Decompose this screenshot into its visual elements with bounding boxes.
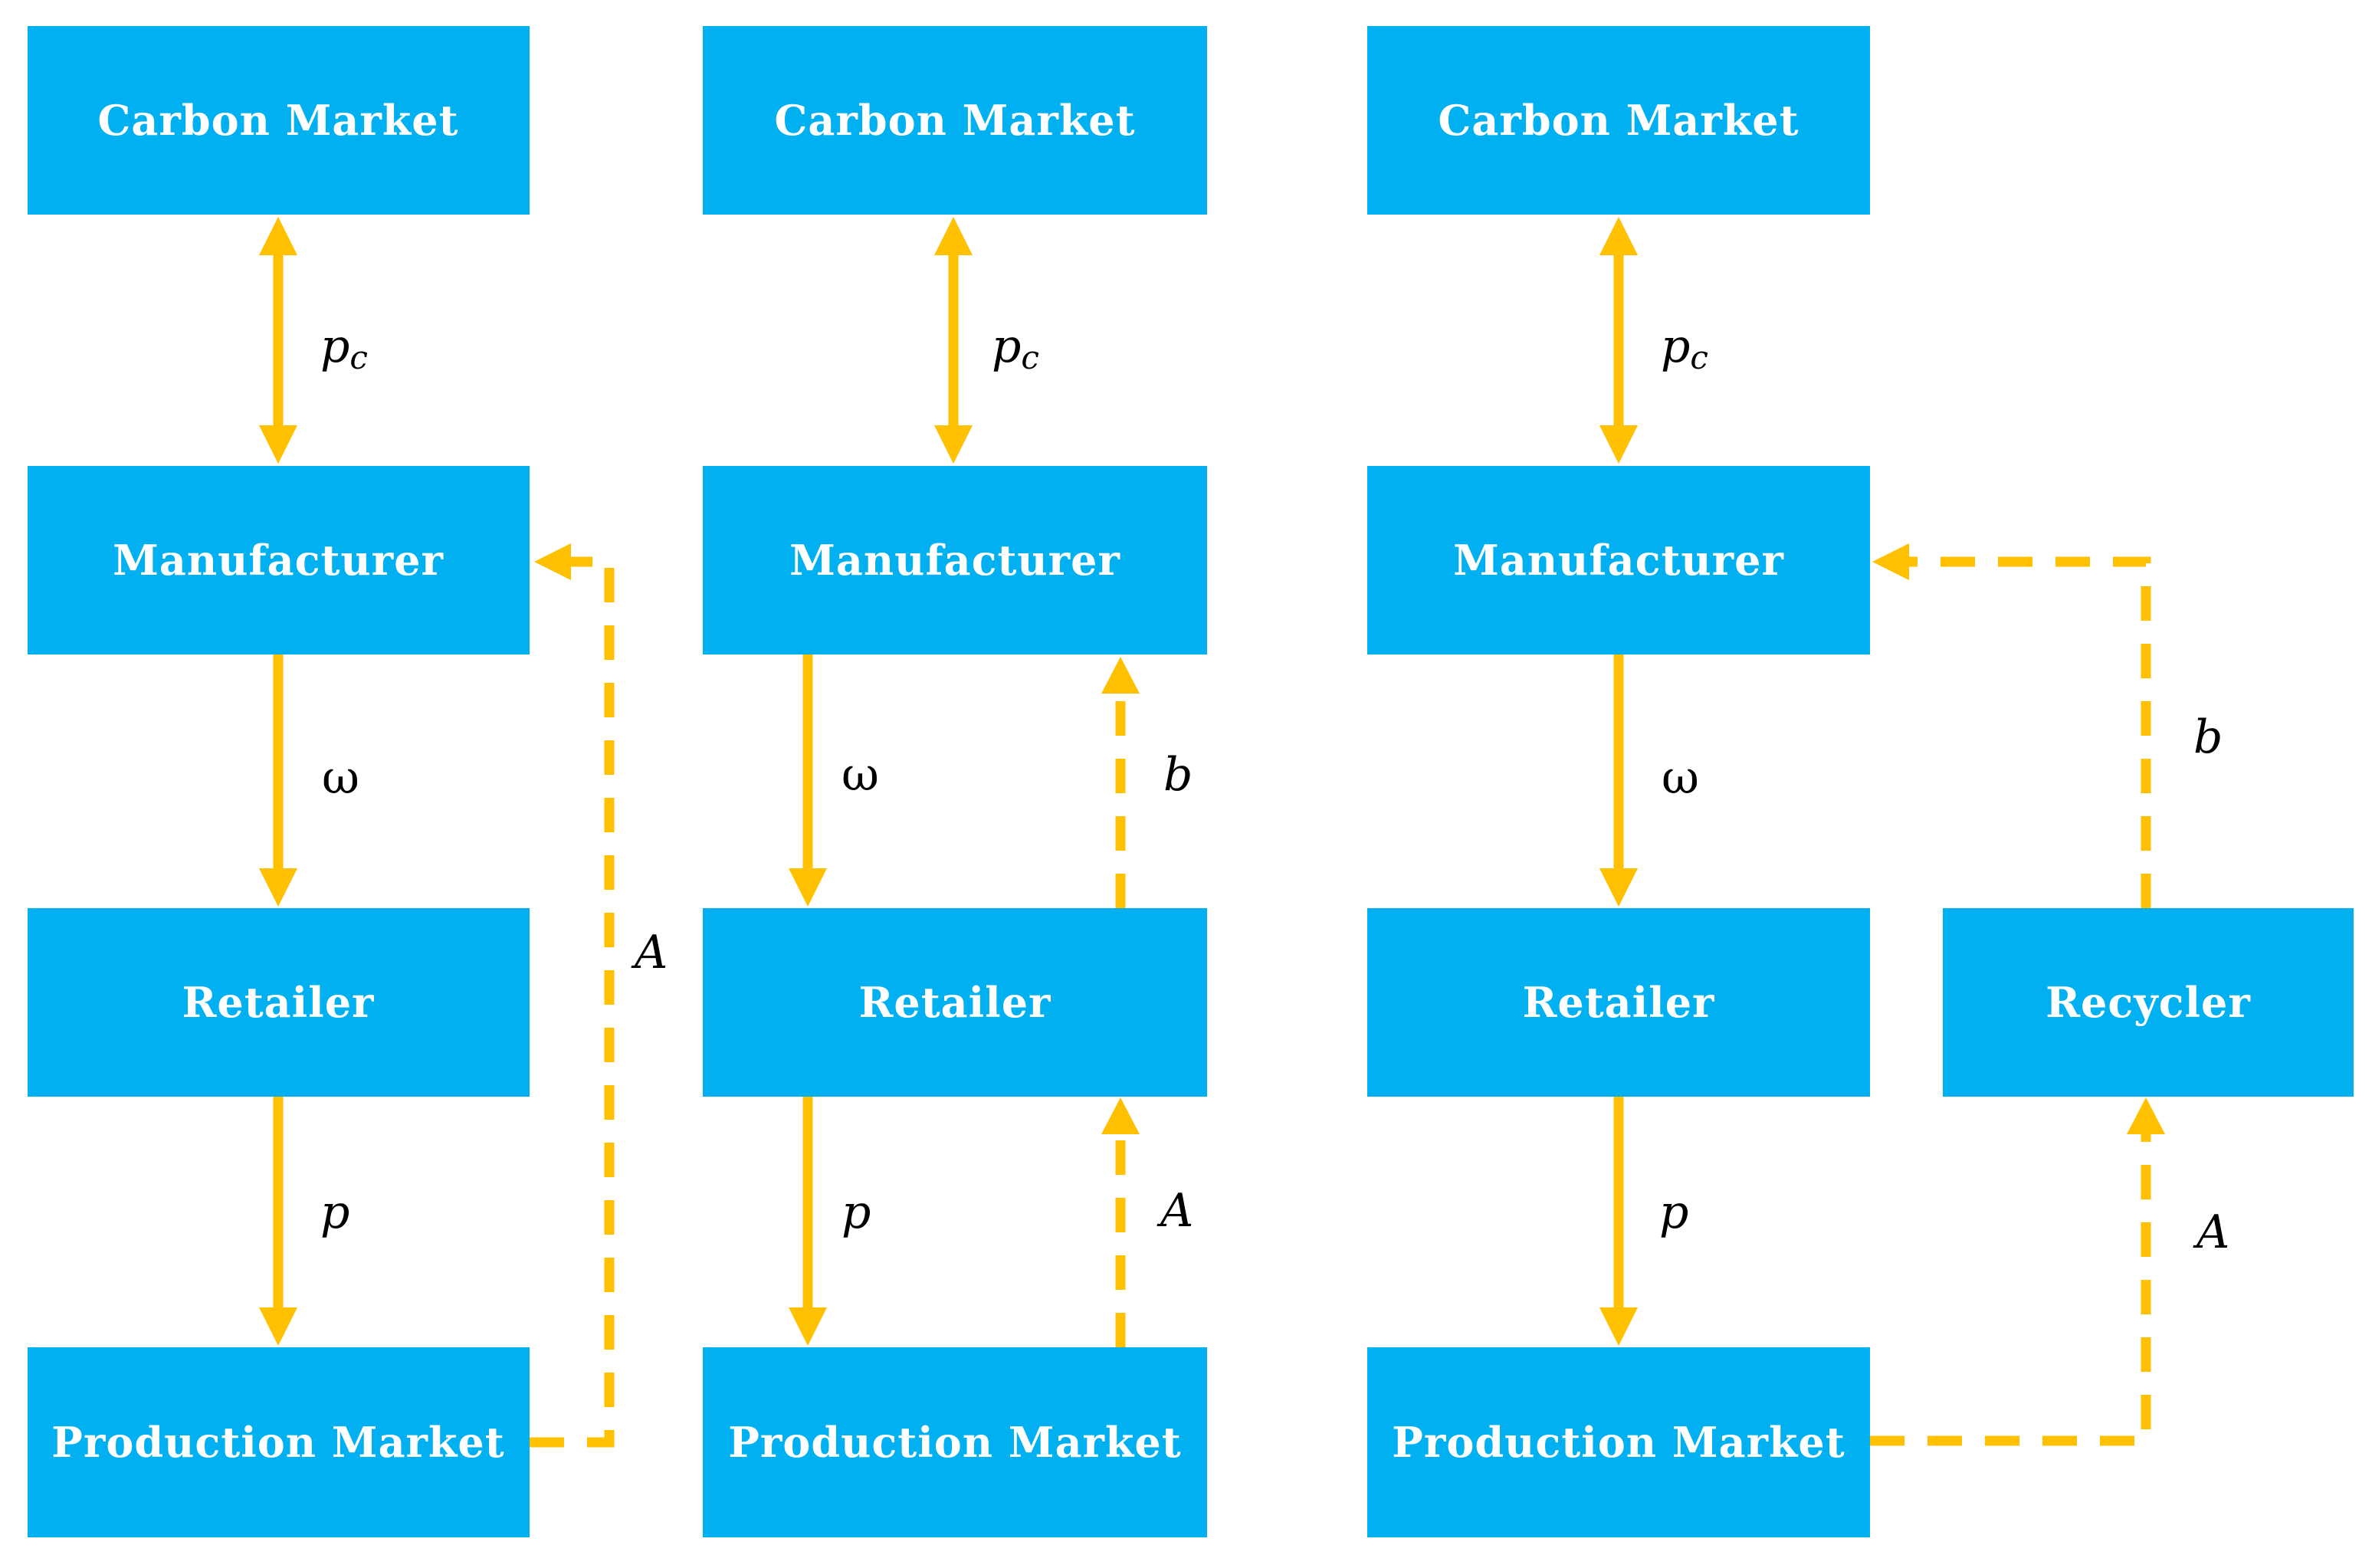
d3-retailer-label: Retailer bbox=[1523, 978, 1715, 1027]
d1-carbon-market-label: Carbon Market bbox=[97, 96, 458, 145]
d1-production-market-node: Production Market bbox=[28, 1347, 530, 1537]
d3-manufacturer-label: Manufacturer bbox=[1453, 536, 1784, 585]
d1-recycling-amount-label: A bbox=[631, 926, 668, 979]
d2-manufacturer-label: Manufacturer bbox=[789, 536, 1120, 585]
diagram-1: Carbon Market Manufacturer Retailer Prod… bbox=[28, 26, 668, 1537]
d2-carbon-price-label: pc bbox=[992, 320, 1039, 376]
d3-retailer-node: Retailer bbox=[1367, 908, 1870, 1097]
d2-recycling-price-label: b bbox=[1163, 748, 1193, 802]
d3-carbon-market-label: Carbon Market bbox=[1438, 96, 1799, 145]
d1-retail-price-arrow bbox=[259, 1097, 297, 1346]
d1-recycling-amount-arrow bbox=[530, 543, 615, 1448]
d1-wholesale-price-label: ω bbox=[322, 751, 359, 805]
d3-recycler-label: Recycler bbox=[2046, 978, 2251, 1027]
d2-retailer-label: Retailer bbox=[859, 978, 1051, 1027]
d3-retail-price-label: p bbox=[1659, 1186, 1688, 1239]
d1-carbon-price-arrow bbox=[259, 217, 297, 464]
d1-retailer-node: Retailer bbox=[28, 908, 530, 1097]
d1-retailer-label: Retailer bbox=[182, 978, 375, 1027]
d2-production-market-node: Production Market bbox=[703, 1347, 1207, 1537]
d2-carbon-market-node: Carbon Market bbox=[703, 26, 1207, 215]
d3-recycling-amount-label: A bbox=[2193, 1206, 2229, 1259]
d1-manufacturer-label: Manufacturer bbox=[113, 536, 444, 585]
d3-manufacturer-node: Manufacturer bbox=[1367, 466, 1870, 654]
diagram-3: Carbon Market Manufacturer Retailer Recy… bbox=[1367, 26, 2354, 1537]
d2-retail-price-label: p bbox=[842, 1186, 871, 1239]
d1-carbon-price-label: pc bbox=[320, 320, 368, 376]
d3-production-market-node: Production Market bbox=[1367, 1347, 1870, 1537]
d2-carbon-market-label: Carbon Market bbox=[774, 96, 1135, 145]
d3-recycling-price-arrow bbox=[1872, 543, 2151, 908]
d3-recycling-price-label: b bbox=[2193, 710, 2223, 764]
d2-wholesale-price-label: ω bbox=[842, 748, 879, 802]
d3-recycling-amount-arrow bbox=[1870, 1097, 2165, 1446]
d3-wholesale-price-label: ω bbox=[1662, 751, 1699, 805]
d2-recycling-price-arrow bbox=[1101, 657, 1140, 908]
d3-carbon-price-label: pc bbox=[1661, 320, 1708, 376]
d1-retail-price-label: p bbox=[320, 1186, 349, 1239]
d1-manufacturer-node: Manufacturer bbox=[28, 466, 530, 654]
d3-retail-price-arrow bbox=[1599, 1097, 1638, 1346]
d2-retail-price-arrow bbox=[789, 1097, 827, 1346]
d1-production-market-label: Production Market bbox=[51, 1418, 504, 1467]
d3-wholesale-price-arrow bbox=[1599, 654, 1638, 907]
d3-recycler-node: Recycler bbox=[1943, 908, 2354, 1097]
d2-production-market-label: Production Market bbox=[728, 1418, 1181, 1467]
d3-carbon-market-node: Carbon Market bbox=[1367, 26, 1870, 215]
d3-production-market-label: Production Market bbox=[1392, 1418, 1845, 1467]
d2-retailer-node: Retailer bbox=[703, 908, 1207, 1097]
d2-recycling-amount-arrow bbox=[1101, 1097, 1140, 1347]
d2-manufacturer-node: Manufacturer bbox=[703, 466, 1207, 654]
d3-carbon-price-arrow bbox=[1599, 217, 1638, 464]
d2-wholesale-price-arrow bbox=[789, 654, 827, 907]
diagram-2: Carbon Market Manufacturer Retailer Prod… bbox=[703, 26, 1207, 1537]
d2-recycling-amount-label: A bbox=[1156, 1184, 1193, 1238]
d1-wholesale-price-arrow bbox=[259, 654, 297, 907]
d1-carbon-market-node: Carbon Market bbox=[28, 26, 530, 215]
d2-carbon-price-arrow bbox=[934, 217, 973, 464]
